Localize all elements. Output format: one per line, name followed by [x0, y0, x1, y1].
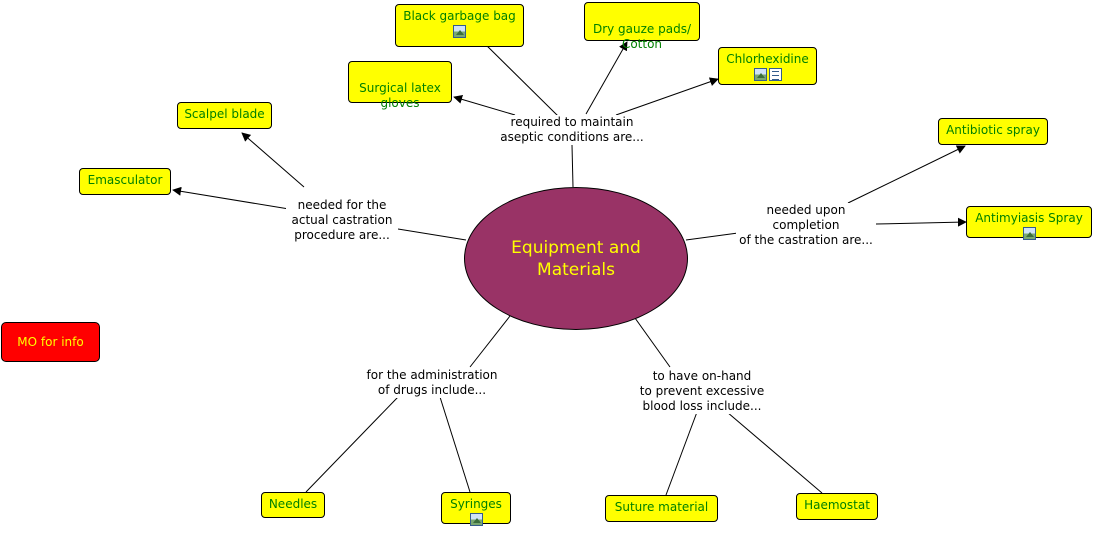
concept-label: Needles [268, 497, 318, 511]
concept-antimyiasis-spray[interactable]: Antimyiasis Spray [966, 206, 1092, 240]
image-resource-icon[interactable] [453, 25, 466, 38]
line-drugs-to-needles [305, 396, 399, 493]
concept-black-garbage-bag[interactable]: Black garbage bag [395, 4, 524, 47]
concept-label: Suture material [614, 500, 709, 514]
arrow-to-surgical-gloves [453, 94, 516, 116]
concept-label: Scalpel blade [184, 107, 265, 121]
concept-syringes[interactable]: Syringes [441, 492, 511, 526]
info-button[interactable]: MO for info [1, 322, 100, 362]
link-phrase-blood: to have on-hand to prevent excessive blo… [636, 369, 768, 414]
info-button-label: MO for info [17, 335, 84, 349]
concept-emasculator[interactable]: Emasculator [79, 168, 171, 195]
concept-label: Emasculator [87, 173, 163, 187]
line-blood-to-haemostat [726, 411, 823, 494]
concept-label: Black garbage bag [403, 9, 516, 23]
arrow-to-chlorhexidine [615, 77, 719, 116]
concept-label: Dry gauze pads/ Cotton [592, 22, 692, 51]
concept-label: Chlorhexidine [726, 52, 809, 66]
concept-chlorhexidine[interactable]: Chlorhexidine [718, 47, 817, 85]
concept-label: Surgical latex gloves [359, 81, 441, 110]
central-concept-equipment-and-materials[interactable]: Equipment and Materials [464, 187, 688, 330]
concept-surgical-latex-gloves[interactable]: Surgical latex gloves [348, 61, 452, 110]
concept-suture-material[interactable]: Suture material [605, 495, 718, 522]
line-blood-to-suture [665, 411, 698, 496]
link-phrase-castration: needed for the actual castration procedu… [286, 198, 398, 243]
image-resource-icon[interactable] [1022, 227, 1036, 240]
line-central-to-blood [634, 317, 671, 368]
link-phrase-aseptic: required to maintain aseptic conditions … [496, 115, 648, 145]
central-concept-label: Equipment and Materials [511, 237, 641, 280]
arrow-to-antibiotic-spray [847, 145, 966, 204]
concept-haemostat[interactable]: Haemostat [796, 493, 878, 520]
concept-label: Antibiotic spray [946, 123, 1040, 137]
concept-needles[interactable]: Needles [261, 492, 325, 518]
arrow-to-scalpel-blade [241, 132, 305, 188]
concept-antibiotic-spray[interactable]: Antibiotic spray [938, 118, 1048, 145]
line-drugs-to-syringes [439, 396, 471, 493]
concept-label: Haemostat [804, 498, 870, 512]
link-phrase-completion: needed upon completion of the castration… [736, 203, 876, 248]
arrow-to-black-garbage-bag [477, 36, 559, 117]
concept-dry-gauze-pads-cotton[interactable]: Dry gauze pads/ Cotton [584, 2, 700, 51]
arrow-to-antimyiasis-spray [875, 217, 967, 227]
concept-label: Antimyiasis Spray [975, 211, 1083, 225]
line-central-to-completion [685, 232, 739, 241]
concept-label: Syringes [450, 497, 502, 511]
image-resource-icon[interactable] [753, 68, 767, 81]
arrow-to-dry-gauze [585, 41, 628, 115]
link-phrase-drugs: for the administration of drugs include.… [362, 368, 502, 398]
concept-scalpel-blade[interactable]: Scalpel blade [177, 102, 272, 129]
document-resource-icon[interactable] [768, 68, 782, 81]
line-central-to-drugs [469, 315, 511, 368]
line-central-to-castration [397, 228, 467, 241]
line-central-to-aseptic [571, 144, 574, 188]
image-resource-icon[interactable] [469, 513, 483, 526]
arrow-to-emasculator [172, 186, 290, 210]
